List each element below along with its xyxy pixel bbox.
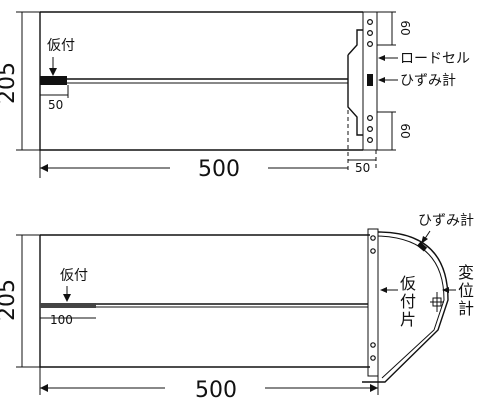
- bottom-piece-char-1: 仮: [400, 274, 416, 293]
- bottom-plate-outline: [39, 235, 370, 368]
- top-dim500-arrow-left: [40, 164, 48, 172]
- top-hole-1: [367, 19, 374, 26]
- top-dim60-upper: 60: [398, 20, 412, 35]
- top-dim60-lower: 60: [398, 123, 412, 138]
- bottom-disp-arrowhead: [442, 287, 449, 293]
- bottom-disp-char-2: 位: [458, 281, 474, 300]
- bottom-gauge-label: ひずみ計: [418, 213, 474, 229]
- bottom-hole-3: [370, 342, 376, 348]
- top-tack-len: 50: [48, 98, 63, 112]
- top-gauge-label: ひずみ計: [400, 73, 456, 89]
- top-hole-2: [367, 30, 374, 37]
- bottom-dim500-arrow-right: [370, 384, 378, 392]
- top-gauge-arrowhead: [378, 77, 385, 83]
- top-dim-205-label: 205: [0, 62, 20, 104]
- bottom-tack-weld: [40, 303, 96, 308]
- bottom-hole-4: [370, 355, 376, 361]
- bottom-hole-2: [370, 248, 376, 254]
- top-tack-weld: [40, 76, 67, 85]
- top-hole-4: [367, 114, 374, 121]
- top-loadcell-arrowhead: [378, 55, 385, 61]
- bottom-grip-plate: [367, 228, 379, 377]
- top-tack-label: 仮付: [47, 38, 75, 54]
- bottom-dim500-label: 500: [195, 378, 237, 400]
- bottom-disp-char-1: 変: [458, 263, 474, 282]
- top-dim500-label: 500: [198, 157, 240, 182]
- top-plate-outline: [39, 12, 363, 151]
- top-strain-gauge: [367, 74, 373, 86]
- top-hole-3: [367, 40, 374, 47]
- bottom-tack-len: 100: [50, 313, 73, 327]
- top-tack-arrowhead: [49, 68, 57, 76]
- top-hole-5: [367, 125, 374, 132]
- bottom-tack-label: 仮付: [60, 268, 88, 284]
- bottom-gauge-arrowhead: [421, 236, 428, 244]
- top-figure: 205 仮付 50 60 60 ロードセル: [0, 11, 470, 182]
- bottom-curved-frame: [362, 231, 449, 383]
- bottom-figure: 205 仮付 100 ひずみ計 仮 付 片: [0, 213, 474, 400]
- bottom-strain-gauge: [417, 241, 428, 252]
- top-grip-plate: [362, 11, 378, 151]
- top-load-cell-body: [347, 29, 363, 136]
- bottom-piece-char-2: 付: [400, 292, 416, 311]
- top-dim50-label: 50: [355, 161, 370, 175]
- bottom-hole-1: [370, 235, 376, 241]
- bottom-piece-arrowhead: [380, 287, 387, 293]
- top-loadcell-label: ロードセル: [400, 51, 470, 67]
- bottom-dim-205-label: 205: [0, 279, 20, 321]
- bottom-curved-frame-inner: [377, 235, 445, 379]
- bottom-tack-arrowhead: [63, 294, 71, 302]
- top-hole-6: [367, 137, 374, 144]
- bottom-disp-gauge-body: [432, 297, 442, 307]
- bottom-disp-char-3: 計: [458, 299, 474, 318]
- bottom-dim500-arrow-left: [40, 384, 48, 392]
- bottom-piece-char-3: 片: [400, 310, 416, 329]
